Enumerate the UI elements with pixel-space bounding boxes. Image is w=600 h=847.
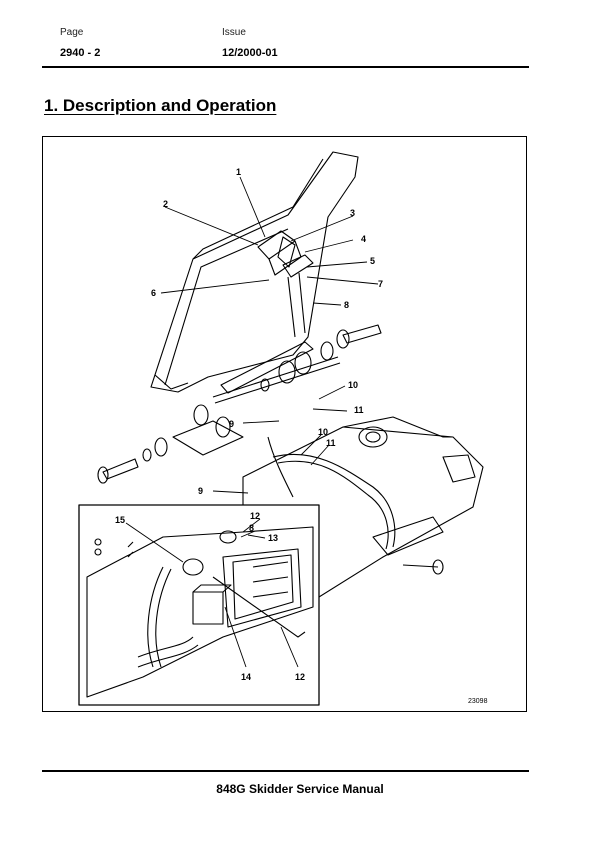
callout-6: 5 (370, 256, 375, 266)
callout-9: 9 (229, 419, 234, 429)
section-title: 1. Description and Operation (44, 96, 277, 115)
callout-10: 10 (348, 380, 358, 390)
callout-11-lower: 11 (326, 438, 336, 448)
washer (260, 378, 270, 392)
bushing (294, 351, 312, 375)
page-number: 2940 - 2 (60, 47, 101, 59)
footer-rule (42, 770, 529, 772)
callout-14: 14 (241, 672, 251, 682)
boom-arm (150, 151, 359, 393)
washer (193, 404, 209, 426)
bushing (278, 360, 296, 384)
callout-12-bottom: 12 (295, 672, 305, 682)
issue-value: 12/2000-01 (222, 47, 278, 59)
page-label: Page (60, 27, 84, 38)
callout-1: 6 (151, 288, 156, 298)
pivot-pin (342, 324, 382, 344)
callout-11: 11 (354, 405, 364, 415)
washer (154, 437, 168, 457)
callout-2: 2 (163, 199, 168, 209)
issue-label: Issue (222, 27, 246, 38)
inset-hose (147, 566, 172, 668)
header-rule (42, 66, 529, 68)
callout-15: 15 (115, 515, 125, 525)
mounting-plate (257, 230, 296, 260)
manual-title: 848G Skidder Service Manual (216, 782, 384, 796)
callout-12-inset: 12 (250, 511, 260, 521)
callout-13: 13 (268, 533, 278, 543)
figure-number: 23098 (468, 698, 488, 705)
callout-7: 7 (378, 279, 383, 289)
connecting-rod (212, 356, 341, 404)
lever-rod (287, 272, 306, 338)
inset-detail-frame (78, 504, 320, 706)
callout-8-inset: 8 (249, 523, 254, 533)
exploded-view-figure: 1 2 3 4 5 6 7 8 9 10 11 9 10 11 15 12 8 … (42, 136, 527, 712)
washer (142, 448, 152, 462)
exploded-view-drawing: 1 2 3 4 5 6 7 8 9 10 11 9 10 11 15 12 8 … (78, 151, 488, 706)
control-valve (192, 591, 224, 625)
callout-5: 4 (361, 234, 366, 244)
callout-10-lower: 10 (318, 427, 328, 437)
callout-3: 1 (236, 167, 241, 177)
hydraulic-hose (272, 453, 396, 548)
callout-8: 8 (344, 300, 349, 310)
callout-9-lower: 9 (198, 486, 203, 496)
washer (320, 341, 334, 361)
callout-4: 3 (350, 208, 355, 218)
